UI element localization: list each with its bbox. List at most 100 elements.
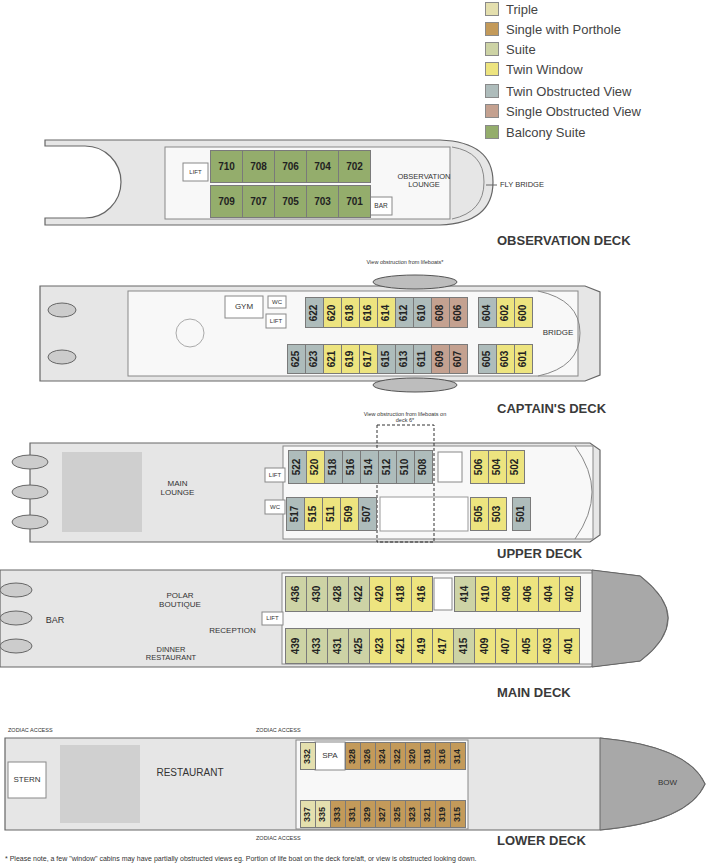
cabin-box: 611 [413, 344, 432, 374]
cabin-number: 619 [346, 351, 356, 368]
room-label: RECEPTION [205, 625, 260, 637]
cabin-box: 415 [453, 628, 475, 664]
cabin-box: 503 [488, 497, 507, 531]
cabin-number: 600 [519, 304, 529, 321]
lifeboat [12, 455, 48, 469]
cabin-box: 417 [432, 628, 454, 664]
cabin-number: 326 [364, 748, 373, 763]
room-label: STERN [8, 762, 46, 798]
lifeboat [373, 378, 457, 392]
wc-box [265, 500, 285, 514]
room-label: BRIDGE [540, 326, 576, 340]
cabin-box: 618 [341, 297, 360, 328]
cabin-box: 439 [285, 628, 307, 664]
cabin-number: 423 [375, 638, 385, 655]
cabin-box: 416 [411, 576, 433, 612]
room-label-text: View obstruction from lifeboats* [365, 259, 445, 265]
cabin-number: 704 [314, 162, 331, 172]
legend-item: Single with Porthole [485, 21, 621, 37]
stair-box [434, 578, 452, 610]
room-label: OBSERVATION DECK [497, 232, 697, 250]
cabin-box: 505 [470, 497, 489, 531]
cabin-number: 605 [483, 351, 493, 368]
cabin-number: 408 [502, 586, 512, 603]
cabin-box: 612 [395, 297, 414, 328]
cabin-box: 502 [506, 450, 525, 484]
lifeboat [12, 485, 48, 499]
cabin-number: 314 [454, 748, 463, 763]
cabin-number: 607 [454, 351, 464, 368]
room-label-text: View obstruction from lifeboats on deck … [360, 411, 450, 423]
cabin-number: 430 [312, 586, 322, 603]
cabin-box: 425 [348, 628, 370, 664]
cabin-box: 613 [395, 344, 414, 374]
room-label: POLAR BOUTIQUE [150, 590, 210, 612]
cabin-number: 625 [292, 351, 302, 368]
cabin-number: 323 [409, 806, 418, 821]
cabin-box: 507 [358, 497, 377, 531]
cabin-box: 609 [431, 344, 450, 374]
cabin-number: 315 [454, 806, 463, 821]
room-label: LIFT [266, 314, 286, 328]
cabin-box: 331 [345, 800, 361, 828]
room-label-text: LIFT [262, 615, 283, 622]
lounge-area [62, 452, 142, 532]
deck-title: OBSERVATION DECK [497, 234, 631, 248]
cabin-box: 332 [300, 742, 316, 770]
cabin-box: 420 [369, 576, 391, 612]
cabin-number: 508 [419, 459, 429, 476]
cabin-number: 517 [291, 506, 301, 523]
cabin-box: 433 [306, 628, 328, 664]
cabin-number: 502 [511, 459, 521, 476]
cabin-box: 518 [324, 450, 343, 484]
cabin-box: 701 [338, 185, 371, 218]
room-label: ZODIAC ACCESS [8, 725, 68, 735]
cabin-box: 404 [538, 576, 560, 612]
galley-area [60, 745, 140, 823]
cabin-number: 328 [349, 748, 358, 763]
cabin-box: 600 [514, 297, 533, 328]
cabin-number: 705 [282, 197, 299, 207]
cabin-number: 433 [312, 638, 322, 655]
cabin-number: 409 [480, 638, 490, 655]
room-label-text: POLAR BOUTIQUE [150, 592, 210, 610]
cabin-box: 509 [340, 497, 359, 531]
cabin-number: 710 [218, 162, 235, 172]
lifeboat [0, 583, 32, 597]
room-label-text: FLY BRIDGE [500, 181, 570, 189]
stern-box [8, 762, 46, 798]
cabin-box: 603 [496, 344, 515, 374]
lifeboat [48, 303, 76, 317]
cabin-box: 514 [360, 450, 379, 484]
cabin-box: 436 [285, 576, 307, 612]
cabin-number: 327 [379, 806, 388, 821]
room-label-text: DINNER RESTAURANT [138, 646, 204, 663]
cabin-box: 623 [305, 344, 324, 374]
cabin-box: 702 [338, 150, 371, 183]
cabin-number: 611 [417, 351, 427, 367]
cabin-box: 325 [390, 800, 406, 828]
cabin-number: 503 [493, 506, 503, 523]
cabin-number: 518 [329, 459, 339, 476]
cabin-number: 332 [304, 748, 313, 763]
cabin-number: 410 [481, 586, 491, 603]
cabin-box: 329 [360, 800, 376, 828]
legend-swatch [485, 42, 499, 56]
deck-house [282, 573, 592, 664]
cabin-number: 510 [401, 459, 411, 476]
room-label: GYM [225, 296, 263, 318]
cabin-box: 516 [342, 450, 361, 484]
legend-swatch [485, 125, 499, 139]
cabin-box: 522 [288, 450, 307, 484]
room-label: WC [265, 500, 285, 514]
cabin-box: 403 [537, 628, 559, 664]
cabin-box: 405 [516, 628, 538, 664]
cabin-number: 320 [409, 748, 418, 763]
cabin-box: 402 [559, 576, 581, 612]
hull-outline [0, 570, 668, 667]
cabin-box: 501 [512, 497, 531, 531]
legend-text: Single with Porthole [506, 22, 621, 37]
cabin-box: 604 [478, 297, 497, 328]
